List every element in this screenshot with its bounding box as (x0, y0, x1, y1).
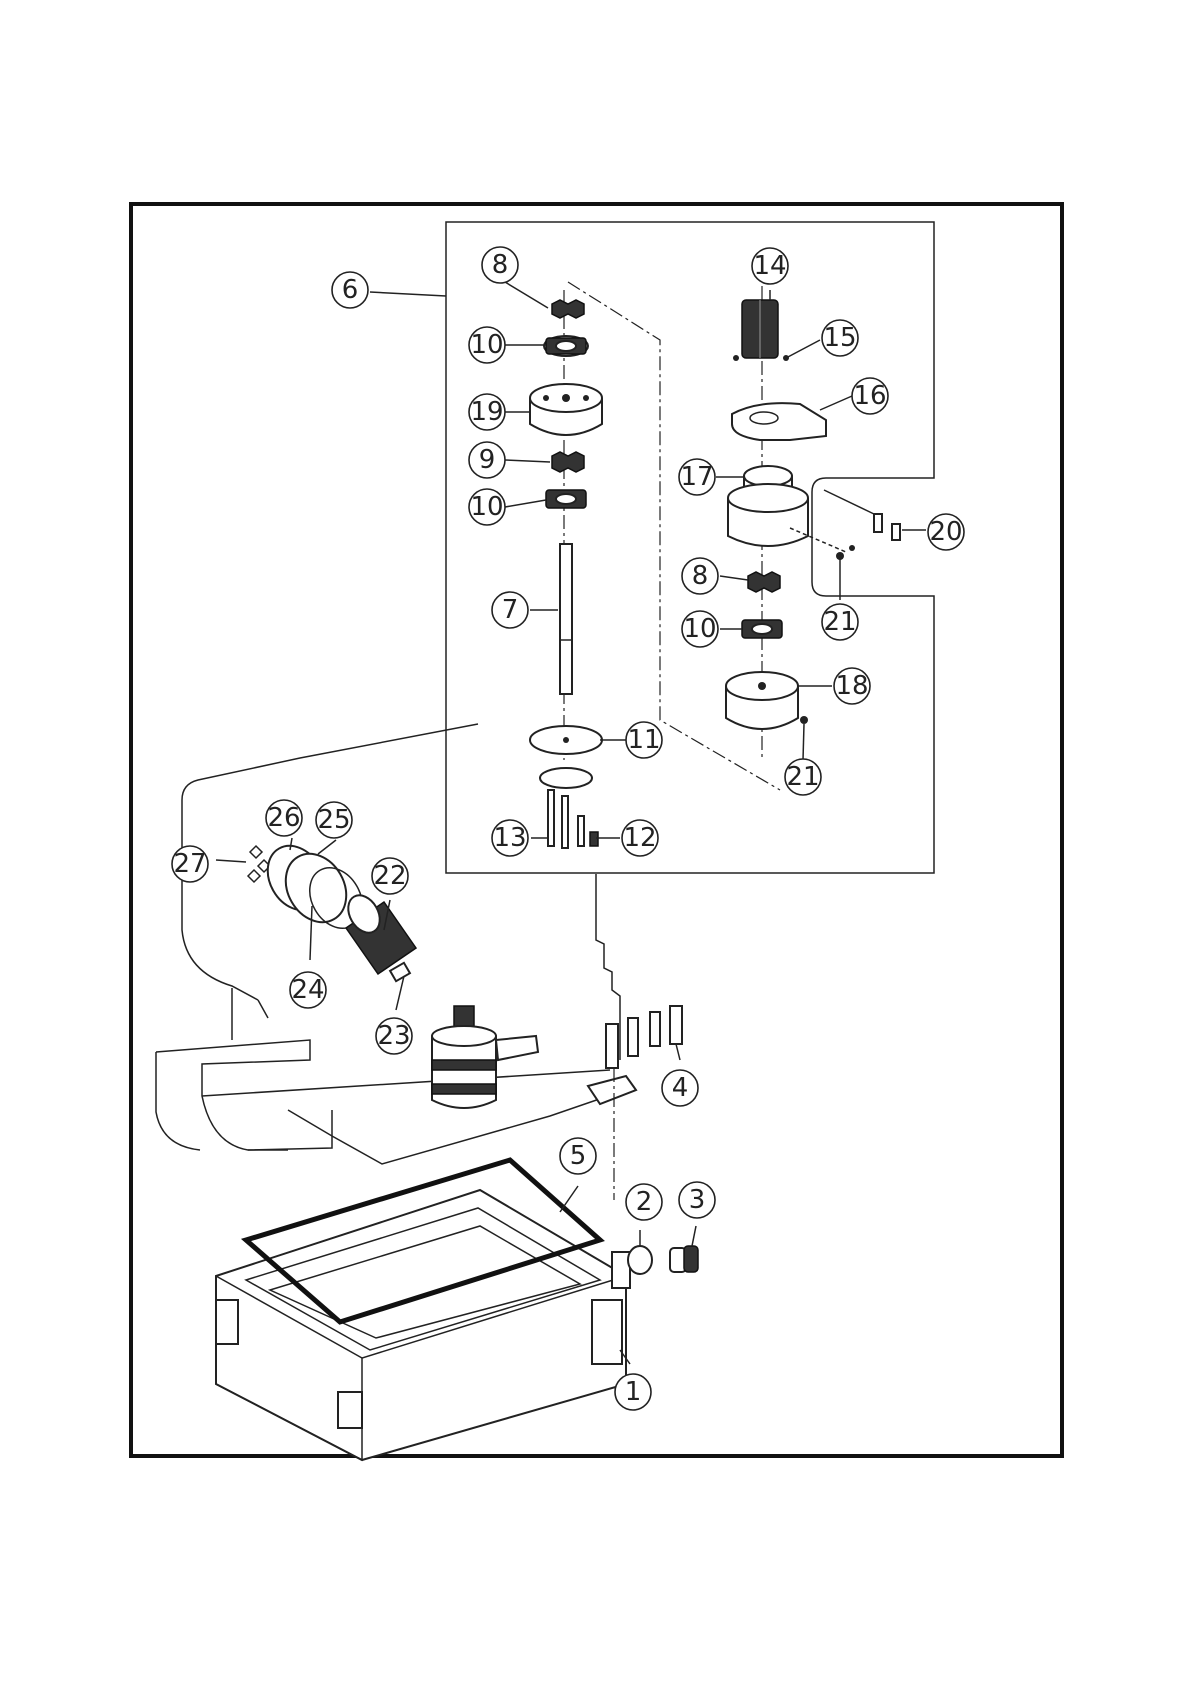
callout-7: 7 (492, 592, 528, 628)
callout-label-1: 1 (625, 1377, 642, 1407)
callout-1: 1 (615, 1374, 651, 1410)
callout-20: 20 (928, 514, 964, 550)
shaft-7 (560, 544, 572, 694)
gear-8-top (552, 300, 584, 318)
callout-label-16: 16 (853, 381, 886, 411)
detail-box (446, 222, 934, 873)
left-assembly (530, 282, 780, 848)
right-assembly (726, 286, 900, 760)
callout-label-21-upper: 21 (823, 607, 856, 637)
callout-label-23: 23 (377, 1021, 410, 1051)
callout-17: 17 (679, 459, 715, 495)
callout-label-8-top: 8 (492, 250, 509, 280)
callout-25: 25 (316, 802, 352, 838)
callout-15: 15 (822, 320, 858, 356)
callout-label-22: 22 (373, 861, 406, 891)
callout-label-26: 26 (267, 803, 300, 833)
callout-2: 2 (626, 1184, 662, 1220)
callout-label-19: 19 (470, 397, 503, 427)
callout-8-top: 8 (482, 247, 518, 283)
callout-8-right: 8 (682, 558, 718, 594)
callout-9: 9 (469, 442, 505, 478)
gear-8-right (748, 572, 780, 592)
leader-6 (370, 292, 446, 296)
callout-23: 23 (376, 1018, 412, 1054)
callout-4: 4 (662, 1070, 698, 1106)
plate-16 (732, 403, 826, 440)
callout-label-4: 4 (672, 1073, 689, 1103)
callout-label-5: 5 (570, 1141, 587, 1171)
callout-10-top: 10 (469, 327, 505, 363)
callout-label-27: 27 (173, 849, 206, 879)
washer-2 (628, 1246, 652, 1274)
spindle-unit (432, 1006, 538, 1108)
callout-label-7: 7 (502, 595, 519, 625)
plug-3 (670, 1246, 698, 1272)
callout-label-10-mid: 10 (470, 492, 503, 522)
callout-label-21-lower: 21 (786, 762, 819, 792)
callout-label-6: 6 (342, 275, 359, 305)
callout-label-25: 25 (317, 805, 350, 835)
callout-label-15: 15 (823, 323, 856, 353)
callout-label-17: 17 (680, 462, 713, 492)
callout-10-right: 10 (682, 611, 718, 647)
callout-label-10-top: 10 (470, 330, 503, 360)
callout-21-upper: 21 (822, 604, 858, 640)
gear-9 (552, 452, 584, 472)
callout-27: 27 (172, 846, 208, 882)
callout-label-9: 9 (479, 445, 496, 475)
callout-12: 12 (622, 820, 658, 856)
callout-label-20: 20 (929, 517, 962, 547)
callout-label-8-right: 8 (692, 561, 709, 591)
callout-21-lower: 21 (785, 759, 821, 795)
callout-11: 11 (626, 722, 662, 758)
callout-16: 16 (852, 378, 888, 414)
callout-label-10-right: 10 (683, 614, 716, 644)
callout-24: 24 (290, 972, 326, 1008)
callout-label-12: 12 (623, 823, 656, 853)
callout-label-3: 3 (689, 1185, 706, 1215)
callout-14: 14 (752, 248, 788, 284)
callout-22: 22 (372, 858, 408, 894)
callout-19: 19 (469, 394, 505, 430)
callout-label-13: 13 (493, 823, 526, 853)
screws-4 (588, 1006, 682, 1200)
callout-3: 3 (679, 1182, 715, 1218)
callout-10-mid: 10 (469, 489, 505, 525)
callout-18: 18 (834, 668, 870, 704)
callout-26: 26 (266, 800, 302, 836)
callout-label-14: 14 (753, 251, 786, 281)
callout-13: 13 (492, 820, 528, 856)
callout-label-18: 18 (835, 671, 868, 701)
callout-label-24: 24 (291, 975, 324, 1005)
callout-6: 6 (332, 272, 368, 308)
callout-5: 5 (560, 1138, 596, 1174)
callout-label-11: 11 (627, 725, 660, 755)
callout-label-2: 2 (636, 1187, 653, 1217)
